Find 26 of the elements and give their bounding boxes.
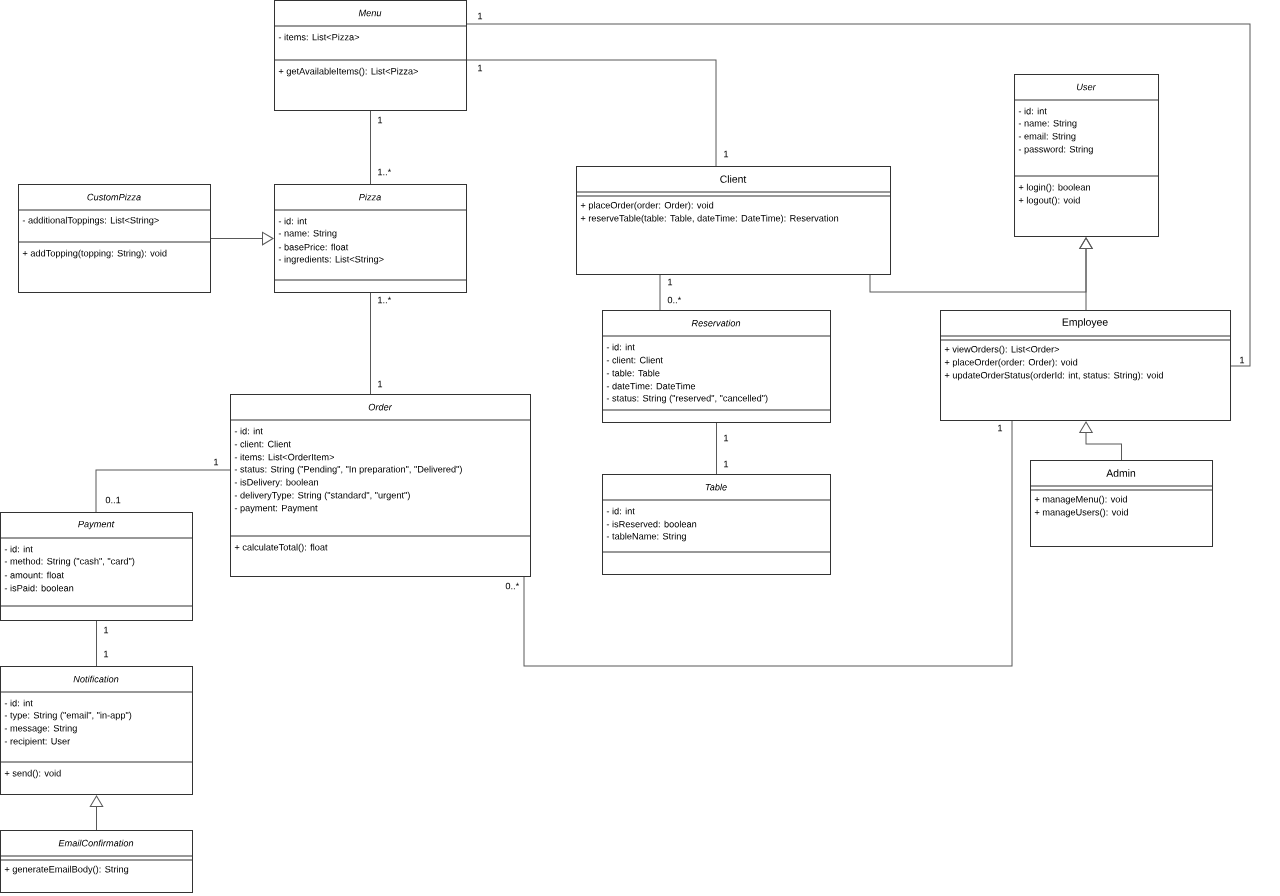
class-box	[229, 394, 531, 577]
class-box	[1029, 460, 1213, 547]
association-line	[96, 620, 97, 667]
association-line	[95, 469, 231, 513]
association-line	[210, 231, 274, 246]
class-box	[0, 512, 193, 621]
class-box	[17, 184, 211, 293]
association-line	[370, 110, 371, 185]
association-line	[523, 420, 1013, 667]
association-line	[1079, 421, 1122, 461]
association-line	[466, 23, 1251, 367]
association-line	[89, 795, 104, 831]
association-line	[1079, 237, 1093, 311]
class-box	[273, 0, 467, 111]
association-line	[659, 274, 661, 311]
association-line	[466, 59, 717, 167]
class-box	[1013, 74, 1159, 237]
class-box	[939, 310, 1231, 421]
association-line	[716, 422, 717, 475]
class-box	[601, 474, 831, 575]
class-box	[273, 184, 467, 293]
class-box	[0, 666, 193, 795]
class-box	[575, 166, 891, 275]
class-box	[0, 830, 193, 893]
association-line	[370, 292, 371, 395]
class-box	[601, 310, 831, 423]
